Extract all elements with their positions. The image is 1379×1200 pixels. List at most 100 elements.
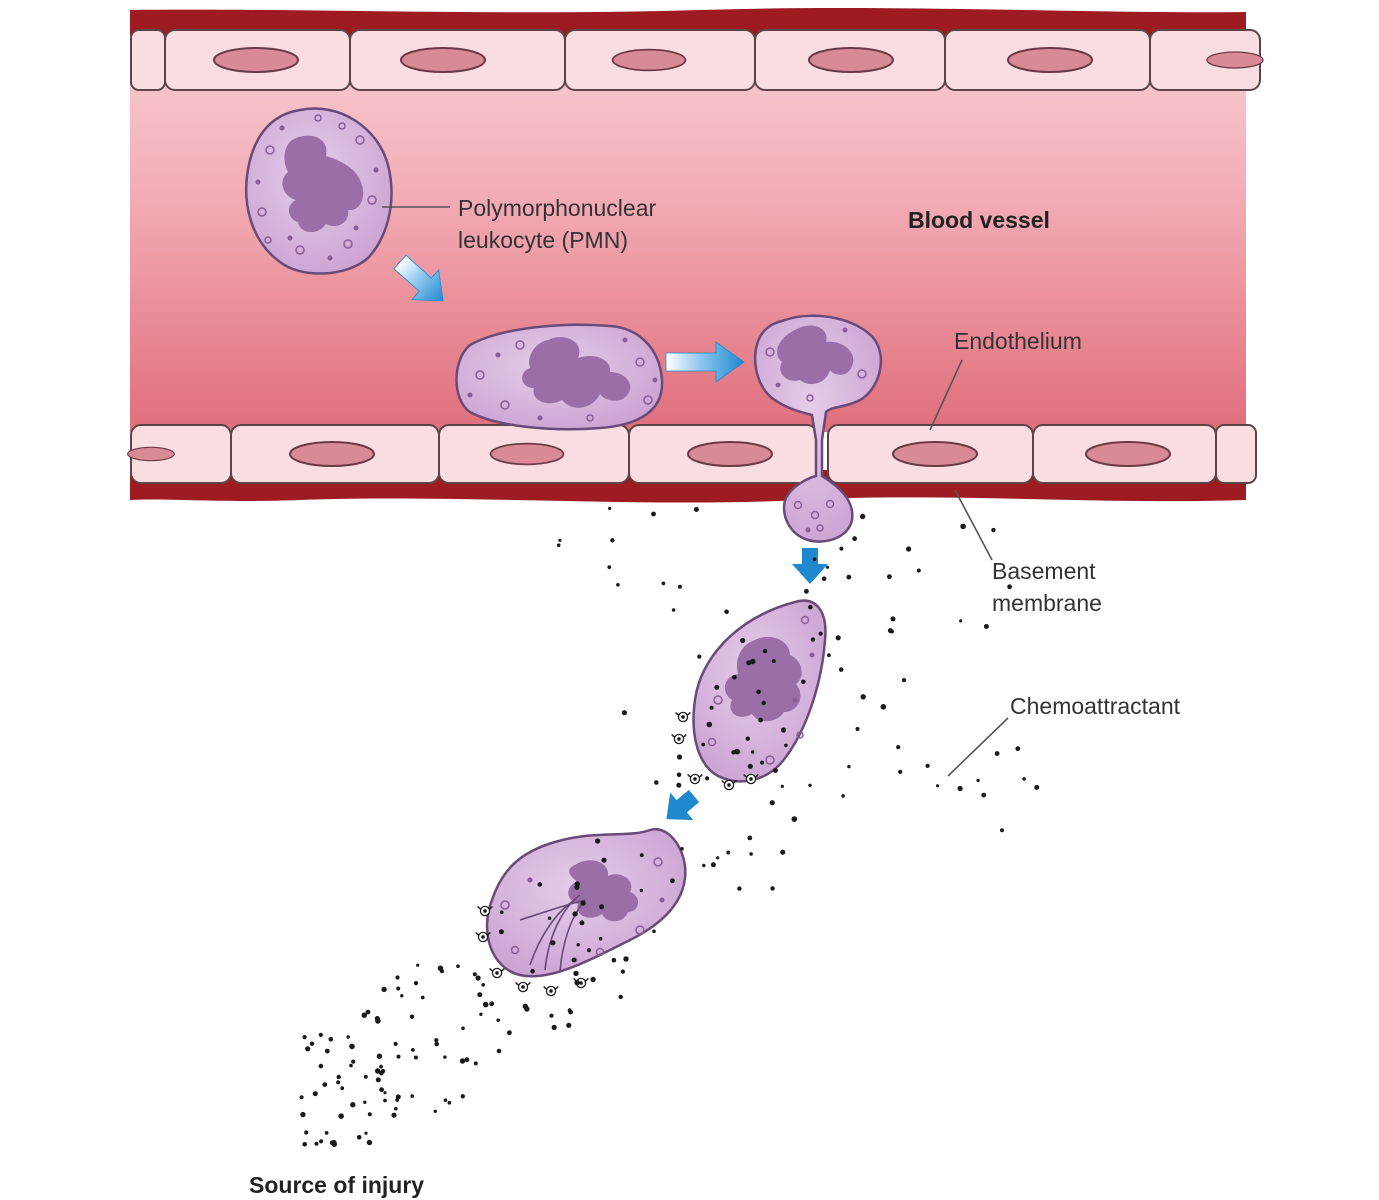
chemoattractant-dot (472, 972, 477, 977)
chemoattractant-dot (391, 1112, 397, 1118)
chemoattractant-dot (380, 1068, 386, 1074)
chemoattractant-dot (580, 900, 586, 906)
leukocyte-rolling (455, 323, 664, 431)
chemoattractant-dot (376, 1053, 383, 1059)
chemoattractant-dot (976, 778, 980, 783)
chemoattractant-dot (338, 1113, 344, 1119)
chemoattractant-dot (599, 904, 605, 910)
chemoattractant-dot (960, 523, 966, 530)
chemoattractant-dot (547, 916, 552, 920)
chemoattractant-dot (375, 1077, 381, 1083)
chemoattractant-dot (365, 1009, 371, 1015)
chemoattractant-dot (363, 1100, 367, 1105)
chemoattractant-dot (447, 1100, 452, 1105)
leukocyte-transmigrating (753, 314, 883, 543)
chemoattractant-dot (676, 754, 683, 760)
chemoattractant-dot (671, 608, 676, 612)
chemoattractant-dot (623, 956, 629, 962)
chemoattractant-dot (697, 654, 702, 659)
migration-arrows (393, 254, 828, 821)
label-basement-line2: membrane (992, 590, 1102, 616)
chemoattractant-dot (791, 816, 798, 822)
leader-line-endothelium (929, 359, 963, 431)
chemoattractant-dot (618, 994, 623, 1000)
chemoattractant-dot (349, 1063, 353, 1068)
chemoattractant-dot (838, 667, 844, 672)
chemoattractant-dot (375, 1018, 381, 1024)
chemoattractant-dot (479, 1012, 483, 1016)
chemoattractant-dot (496, 1048, 502, 1054)
chemoattractant-dot (302, 1035, 307, 1040)
chemoattractant-dot (367, 1112, 372, 1117)
chemoattractant-dot (375, 1068, 381, 1074)
chemoattractant-dot (852, 536, 857, 542)
chemoattractant-dot (616, 583, 620, 587)
labels: Polymorphonuclear leukocyte (PMN) Blood … (249, 195, 1181, 1198)
arrow-icon (792, 548, 828, 584)
chemoattractant-dot (379, 1087, 384, 1093)
chemoattractant-dot (825, 565, 830, 569)
chemoattractant-dot (750, 658, 756, 665)
chemoattractant-dot (410, 1094, 415, 1098)
chemoattractant-dot (304, 1130, 309, 1135)
chemoattractant-dot (676, 772, 682, 778)
chemoattractant-dot (473, 1061, 478, 1066)
leukocyte-at-injury (474, 827, 687, 997)
chemoattractant-dot (434, 1041, 440, 1047)
leader-line-basement (954, 489, 993, 561)
chemoattractant-dot (835, 635, 841, 641)
chemoattractant-dot (456, 964, 460, 968)
chemoattractant-dot (981, 792, 987, 798)
chemoattractant-dot (762, 648, 768, 654)
chemoattractant-dot (366, 1139, 373, 1146)
chemoattractant-dot (393, 1041, 398, 1046)
chemoattractant-dot (477, 992, 483, 998)
chemoattractant-dot (957, 785, 963, 792)
chemoattractant-dot (991, 527, 996, 533)
chemoattractant-dot (804, 588, 809, 594)
chemoattractant-dot (314, 1141, 319, 1146)
chemoattractant-dot (433, 1109, 437, 1114)
endothelial-cell (130, 29, 166, 91)
chemoattractant-dot (846, 574, 852, 580)
chemoattractant-dot (413, 1055, 418, 1060)
chemoattractant-dot (607, 565, 612, 569)
chemoattractant-dot (550, 940, 556, 946)
chemoattractant-dot (413, 981, 419, 986)
chemoattractant-dot (724, 609, 729, 615)
label-basement-line1: Basement (992, 558, 1096, 584)
chemoattractant-dot (459, 1058, 466, 1064)
chemoattractant-dot (556, 543, 561, 547)
chemoattractant-dot (363, 1074, 368, 1079)
arrow-icon (666, 789, 700, 821)
chemoattractant-dot (590, 976, 596, 983)
chemoattractant-dot (351, 1059, 356, 1064)
arrow-icon (393, 254, 444, 302)
chemoattractant-dot (312, 1091, 318, 1097)
chemoattractant-dot (439, 969, 445, 974)
blood-vessel (126, 8, 1264, 503)
chemoattractant-dot (780, 727, 787, 733)
chemoattractant-dot (500, 910, 504, 915)
chemoattractant-dot (901, 678, 907, 683)
chemoattractant-dot (300, 1111, 306, 1118)
chemoattractant-dot (880, 704, 887, 710)
leukocyte-migrating-tissue (670, 599, 827, 791)
chemoattractant-dot (434, 1038, 439, 1043)
chemoattractant-dot (896, 745, 901, 750)
chemoattractant-dot (746, 660, 752, 666)
chemoattractant-dot (994, 751, 1000, 756)
endothelial-cell (1215, 424, 1257, 484)
chemoattractant-dot (460, 1094, 465, 1099)
chemoattractant-dot (601, 857, 607, 863)
chemoattractant-dot (443, 1098, 448, 1102)
chemoattractant-dot (983, 624, 989, 629)
label-endothelium: Endothelium (954, 328, 1082, 354)
chemoattractant-dot (916, 568, 921, 573)
chemoattractant-dot (340, 1086, 345, 1091)
leukocyte-circulating (245, 107, 393, 275)
chemoattractant-dot (860, 694, 866, 700)
chemoattractant-dot (773, 768, 778, 773)
chemoattractant-dot (740, 637, 746, 644)
chemoattractant-dot (610, 538, 615, 543)
